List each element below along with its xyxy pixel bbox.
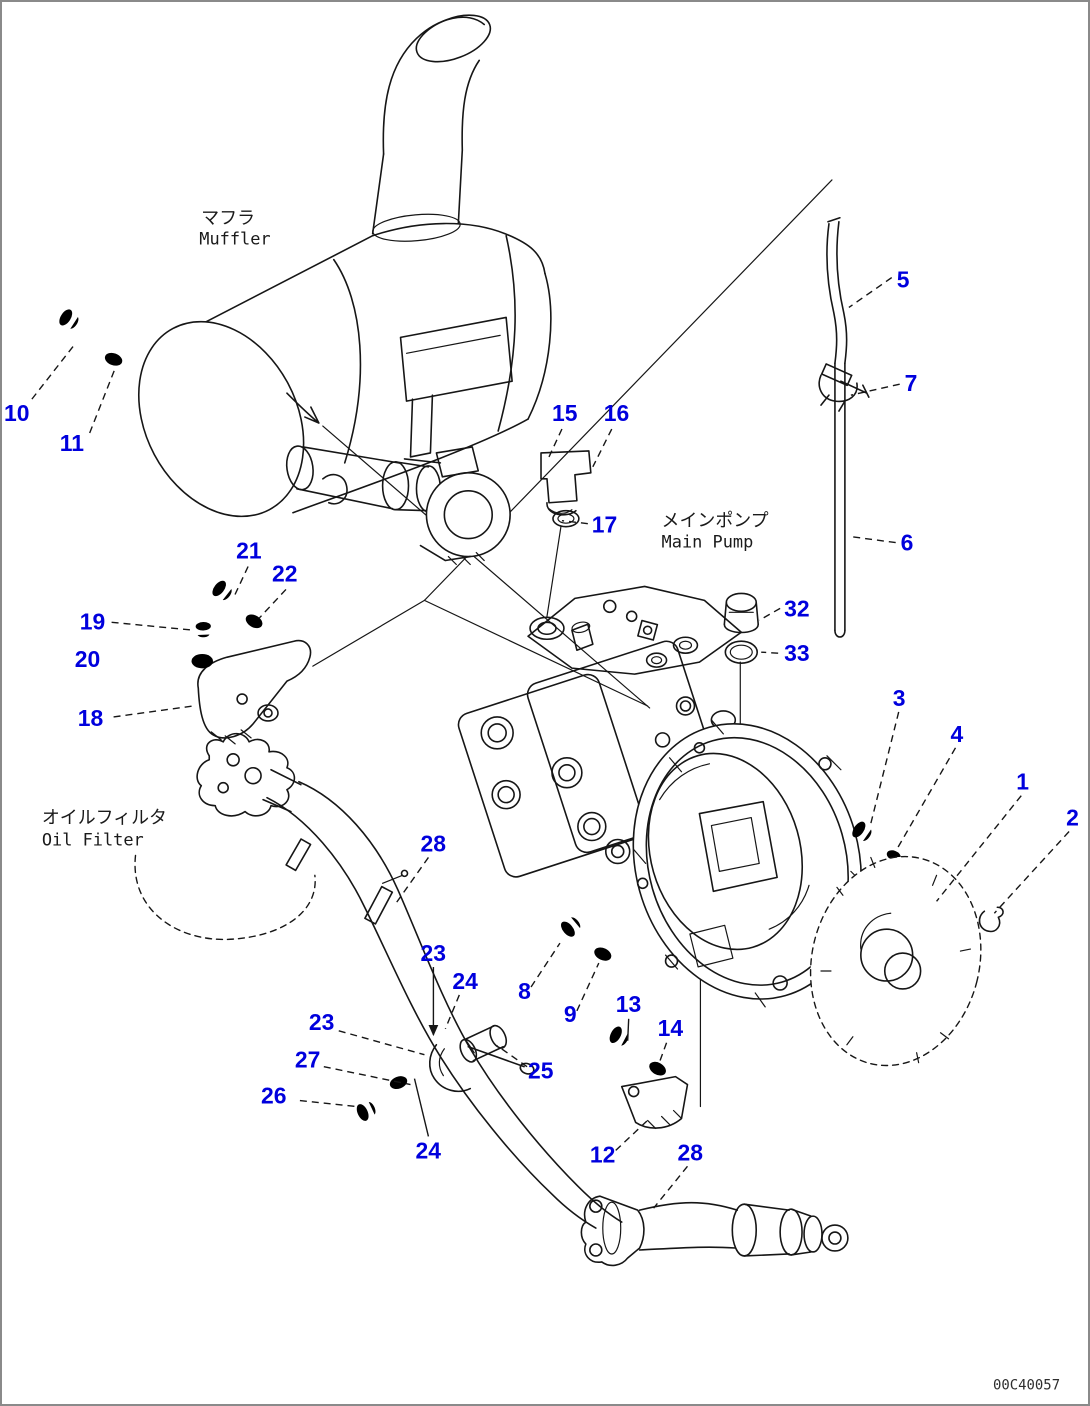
callout-26-28: 26 — [261, 1083, 286, 1109]
muffler-label-en: Muffler — [199, 229, 270, 249]
main-pump-label-en: Main Pump — [662, 532, 754, 552]
main-pump-art — [457, 585, 866, 1008]
callout-16-5: 16 — [604, 400, 629, 426]
callout-5-2: 5 — [897, 267, 910, 293]
callout-13-24: 13 — [616, 991, 641, 1017]
muffler-label-jp: マフラ — [201, 208, 255, 229]
leader-line-27-27 — [323, 1065, 411, 1086]
leader-line-26-28 — [299, 1099, 357, 1108]
bolt-10 — [56, 307, 100, 344]
washer-20 — [191, 653, 214, 669]
callout-17-6: 17 — [592, 512, 617, 538]
washer-9 — [592, 944, 614, 964]
callout-10-0: 10 — [4, 400, 29, 426]
leader-line-10-0 — [31, 343, 76, 400]
leader-line-18-12 — [113, 705, 194, 718]
callout-1-17: 1 — [1016, 769, 1029, 795]
washer-14 — [646, 1058, 669, 1079]
leader-line-8-22 — [530, 942, 561, 988]
callout-28-19: 28 — [420, 830, 446, 856]
callout-8-22: 8 — [518, 978, 531, 1004]
leader-line-25-29 — [496, 1045, 528, 1068]
hose-end-art — [580, 1195, 849, 1267]
bolt-8 — [558, 900, 600, 940]
callout-24-21: 24 — [452, 968, 478, 994]
callout-2-18: 2 — [1066, 805, 1079, 831]
callout-28-32: 28 — [678, 1139, 704, 1165]
leader-line-24-21 — [444, 994, 460, 1030]
callout-12-31: 12 — [590, 1141, 615, 1167]
callout-32-13: 32 — [784, 595, 809, 621]
leader-line-16-5 — [592, 428, 613, 468]
leader-line-19-10 — [111, 621, 195, 631]
callout-23-26: 23 — [309, 1009, 334, 1035]
leader-line-2-18 — [993, 831, 1070, 914]
leader-lines — [31, 276, 1070, 1209]
muffler-art — [137, 14, 552, 566]
bolt-26 — [354, 1090, 398, 1123]
callout-20-11: 20 — [75, 646, 100, 672]
callout-18-12: 18 — [78, 705, 104, 731]
callout-27-27: 27 — [295, 1047, 320, 1073]
fitting-19 — [195, 621, 212, 656]
callout-4-16: 4 — [951, 721, 964, 747]
leader-line-15-4 — [548, 428, 563, 458]
leader-line-24-30 — [413, 1078, 430, 1137]
leader-line-7-3 — [850, 383, 900, 396]
leader-line-9-23 — [576, 962, 600, 1012]
doc-number: 00C40057 — [993, 1377, 1060, 1393]
leader-line-32-13 — [758, 607, 781, 621]
part-labels: マフラ Muffler メインポンプ Main Pump オイルフィルタ Oil… — [42, 208, 1060, 1394]
leader-line-23-26 — [338, 1030, 425, 1056]
callout-3-15: 3 — [893, 685, 906, 711]
callout-15-4: 15 — [552, 400, 578, 426]
leader-line-33-14 — [761, 651, 779, 654]
leader-line-22-9 — [258, 588, 287, 619]
dipstick-art — [818, 216, 870, 638]
leader-line-14-25 — [657, 1042, 668, 1065]
line-art — [56, 14, 1004, 1267]
leader-line-28-19 — [393, 857, 429, 906]
bolt-21 — [209, 578, 252, 617]
clamp-art — [429, 1024, 535, 1093]
leader-line-17-6 — [561, 519, 588, 525]
plug-32-art — [723, 592, 760, 664]
washer-11 — [103, 350, 125, 368]
leader-line-3-15 — [870, 711, 900, 824]
leader-line-21-8 — [233, 566, 249, 597]
callout-7-3: 7 — [905, 370, 918, 396]
leader-line-28-32 — [653, 1165, 689, 1209]
callout-23-20: 23 — [420, 940, 445, 966]
sensor-art — [540, 450, 592, 528]
oil-filter-art — [134, 732, 623, 1229]
callout-33-14: 33 — [784, 640, 809, 666]
washer-22 — [243, 611, 265, 631]
callout-14-25: 14 — [658, 1015, 684, 1041]
callout-11-1: 11 — [60, 430, 84, 456]
oil-filter-label-jp: オイルフィルタ — [42, 808, 167, 829]
leader-line-12-31 — [615, 1117, 651, 1151]
leader-line-6-7 — [850, 535, 896, 544]
leader-line-5-2 — [848, 276, 893, 309]
leader-line-4-16 — [896, 747, 957, 850]
bracket-12-art — [620, 1075, 689, 1130]
plate-18-art — [197, 639, 312, 745]
cover-art — [809, 855, 1004, 1067]
callout-21-8: 21 — [236, 538, 262, 564]
callout-22-9: 22 — [272, 560, 297, 586]
callout-19-10: 19 — [80, 608, 105, 634]
leader-line-13-24 — [626, 1018, 630, 1041]
callout-25-29: 25 — [528, 1058, 554, 1084]
oil-filter-label-en: Oil Filter — [42, 829, 144, 849]
callout-6-7: 6 — [901, 530, 914, 556]
leader-line-1-17 — [936, 795, 1022, 902]
callout-9-23: 9 — [564, 1001, 577, 1027]
main-pump-label-jp: メインポンプ — [662, 511, 769, 532]
leader-line-11-1 — [89, 366, 117, 434]
callout-24-30: 24 — [415, 1137, 441, 1163]
